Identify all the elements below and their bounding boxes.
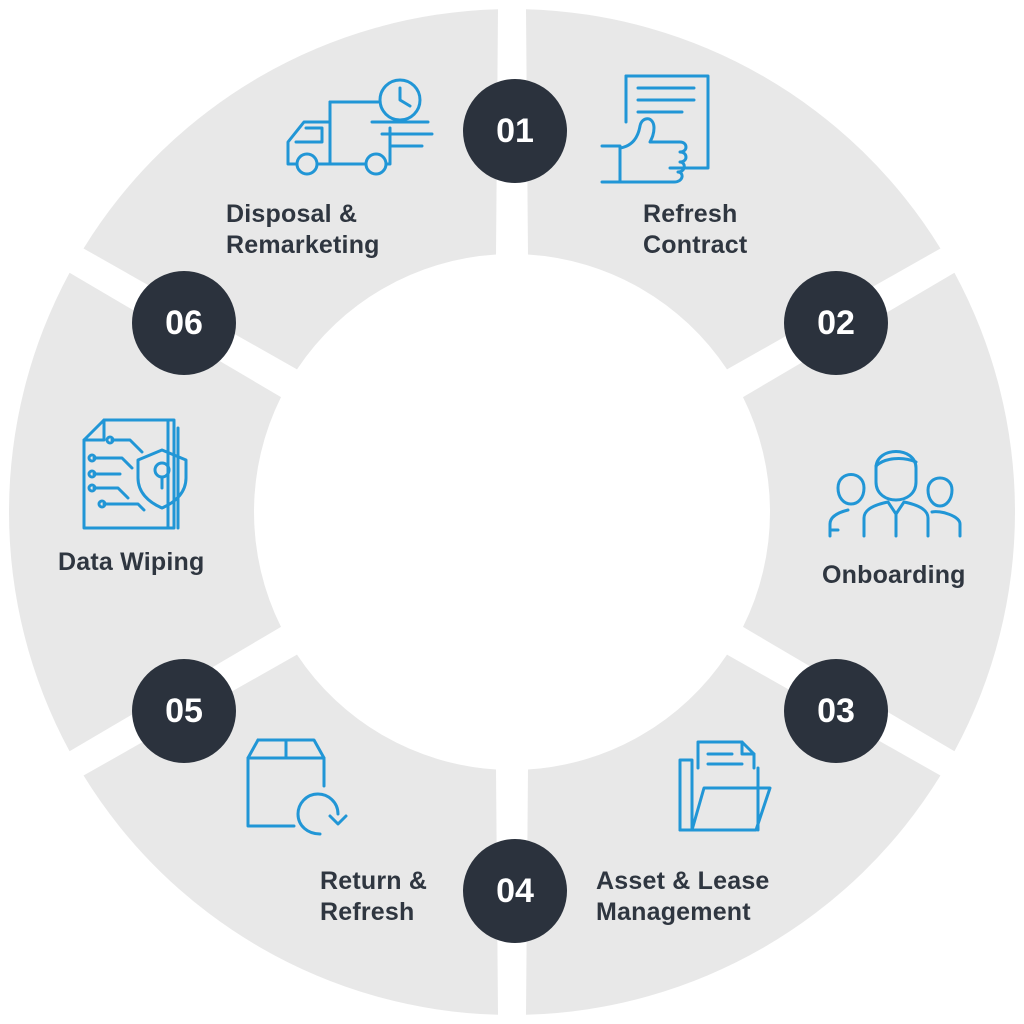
step-04-label: Return & Refresh <box>320 867 428 926</box>
step-06-badge: 06 <box>132 271 236 375</box>
secure-data-chip-icon <box>80 418 190 530</box>
contract-thumbs-up-icon <box>598 72 714 188</box>
team-people-icon <box>828 438 962 538</box>
step-03-badge: 03 <box>784 659 888 763</box>
folder-documents-icon <box>676 738 772 834</box>
step-05-badge: 05 <box>132 659 236 763</box>
step-01-label: Refresh Contract <box>643 200 748 259</box>
step-02-badge: 02 <box>784 271 888 375</box>
segment-onboarding <box>742 272 1016 752</box>
step-03-label: Asset & Lease Management <box>596 867 770 926</box>
segment-data-wiping <box>8 272 282 752</box>
delivery-truck-clock-icon <box>282 76 438 180</box>
step-01-badge: 01 <box>463 79 567 183</box>
step-04-badge: 04 <box>463 839 567 943</box>
step-02-label: Onboarding <box>822 561 966 589</box>
box-return-icon <box>244 736 350 842</box>
step-06-label: Disposal & Remarketing <box>226 200 380 259</box>
step-05-label: Data Wiping <box>58 548 205 576</box>
